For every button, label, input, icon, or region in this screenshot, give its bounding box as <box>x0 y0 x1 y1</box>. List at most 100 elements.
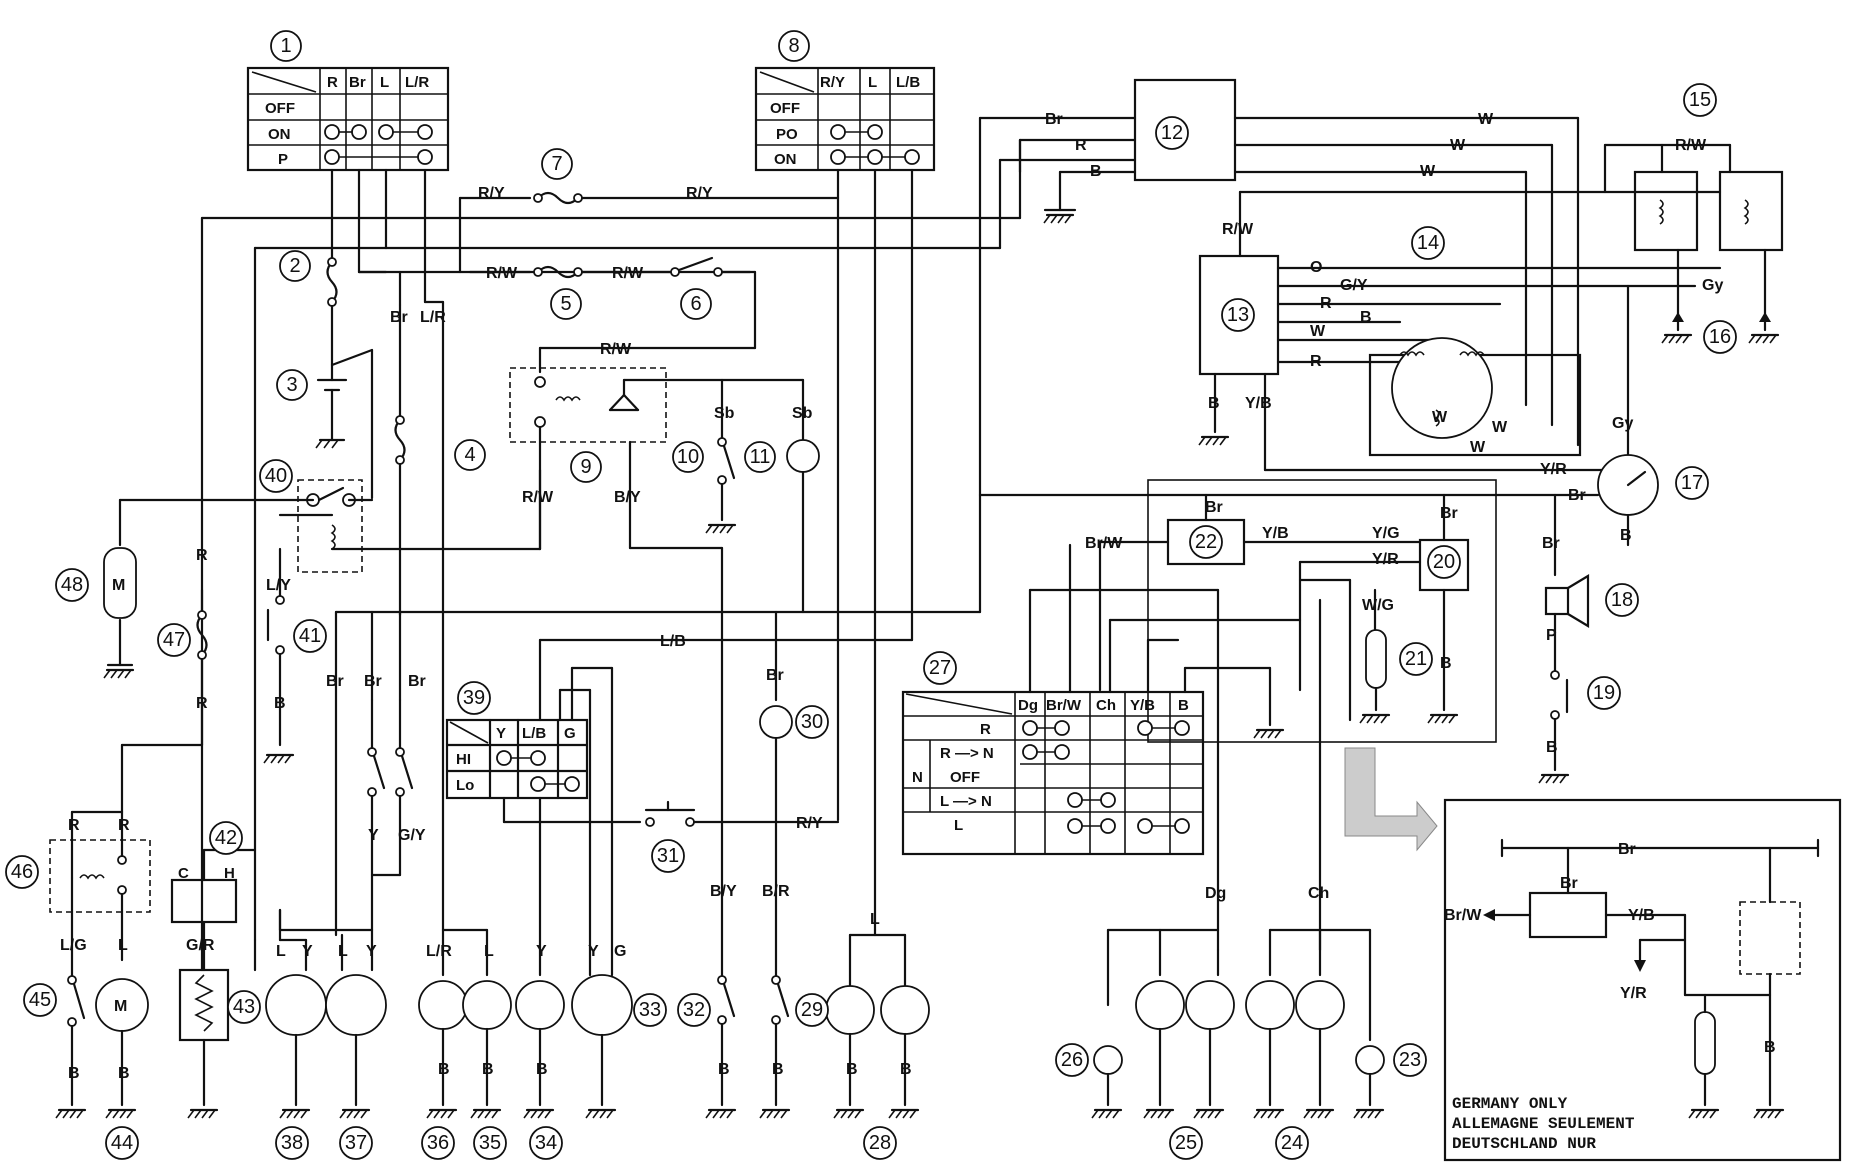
wire-label: B/R <box>762 883 790 900</box>
wire-label: R/Y <box>686 185 713 202</box>
ground-icon <box>55 1108 87 1119</box>
wire-label: G <box>614 943 626 960</box>
wire-label: B <box>1090 163 1102 180</box>
wire-label: B <box>1620 527 1632 544</box>
ground-icon <box>1359 713 1391 724</box>
row-label: R <box>980 721 991 738</box>
component-43: 43 <box>227 990 261 1024</box>
ground-icon <box>470 1108 502 1119</box>
col-label: Y/B <box>1130 697 1155 714</box>
component-12: 12 <box>1155 116 1189 150</box>
component-18: 18 <box>1605 583 1639 617</box>
svg-text:2: 2 <box>289 255 300 277</box>
gauge-h-label: H <box>224 865 235 882</box>
svg-text:40: 40 <box>265 465 287 487</box>
wire-label: B <box>1208 395 1220 412</box>
col-label: L <box>868 74 877 91</box>
ground-icon <box>105 1108 137 1119</box>
ground-icon <box>1253 1108 1285 1119</box>
wire-label: Br <box>364 673 382 690</box>
wire-label: Y/B <box>1628 907 1655 924</box>
wire-label: B/Y <box>710 883 737 900</box>
component-28: 28 <box>863 1126 897 1160</box>
ground-icon <box>833 1108 865 1119</box>
wire-label: B <box>772 1061 784 1078</box>
wire-label: B <box>438 1061 450 1078</box>
wire-label: P <box>1546 627 1557 644</box>
ground-icon <box>426 1108 458 1119</box>
wire-label: Y/R <box>1620 985 1647 1002</box>
wire-label: L/Y <box>266 577 291 594</box>
svg-text:9: 9 <box>580 456 591 478</box>
col-label: Dg <box>1018 697 1038 714</box>
ground-icon <box>1253 728 1285 739</box>
svg-text:23: 23 <box>1399 1049 1421 1071</box>
component-27: 27 <box>923 651 957 685</box>
wire-label: Y/B <box>1245 395 1272 412</box>
wire-label: Br <box>1568 487 1586 504</box>
col-label: Ch <box>1096 697 1116 714</box>
germany-note: DEUTSCHLAND NUR <box>1452 1135 1596 1153</box>
svg-text:35: 35 <box>479 1132 501 1154</box>
svg-text:41: 41 <box>299 625 321 647</box>
wire-label: R <box>1320 295 1332 312</box>
wire-label: R <box>196 695 208 712</box>
wire-label: R <box>1075 137 1087 154</box>
wire-label: Y <box>366 943 377 960</box>
wire-label: Br <box>1205 499 1223 516</box>
component-29: 29 <box>795 993 829 1027</box>
svg-text:34: 34 <box>535 1132 557 1154</box>
wire-label: B <box>846 1061 858 1078</box>
motor-label: M <box>114 998 127 1015</box>
light-switch-table: R/Y L L/B OFF PO ON <box>754 66 936 172</box>
col-label: Br/W <box>1046 697 1082 714</box>
svg-text:3: 3 <box>286 374 297 396</box>
wire-label: Y/B <box>1262 525 1289 542</box>
ground-icon <box>1688 1108 1720 1119</box>
component-24: 24 <box>1275 1126 1309 1160</box>
component-2: 2 <box>279 250 311 282</box>
svg-text:25: 25 <box>1175 1132 1197 1154</box>
svg-text:47: 47 <box>163 629 185 651</box>
svg-text:16: 16 <box>1709 326 1731 348</box>
component-3: 3 <box>276 369 308 401</box>
svg-text:30: 30 <box>801 711 823 733</box>
ground-icon <box>1043 213 1075 224</box>
wire-label: Br <box>326 673 344 690</box>
component-42: 42 <box>209 821 243 855</box>
ground-icon <box>1091 1108 1123 1119</box>
component-41: 41 <box>293 619 327 653</box>
component-4: 4 <box>454 439 486 471</box>
component-22: 22 <box>1189 525 1223 559</box>
ground-icon <box>103 668 135 679</box>
wire-label: R/W <box>522 489 554 506</box>
wire-label: Gy <box>1702 277 1723 294</box>
ground-icon <box>705 1108 737 1119</box>
svg-text:19: 19 <box>1593 682 1615 704</box>
wiring-lines <box>49 116 1497 1107</box>
svg-text:48: 48 <box>61 574 83 596</box>
svg-text:7: 7 <box>551 153 562 175</box>
wire-label: L/R <box>426 943 452 960</box>
ground-icon <box>1661 333 1693 344</box>
motor-label: M <box>112 577 125 594</box>
component-47: 47 <box>157 623 191 657</box>
wire-label: R/Y <box>796 815 823 832</box>
wire-label: B <box>900 1061 912 1078</box>
ground-icon <box>1198 435 1230 446</box>
col-label: L <box>380 74 389 91</box>
svg-text:44: 44 <box>111 1132 133 1154</box>
svg-text:46: 46 <box>11 861 33 883</box>
row-label: P <box>278 151 288 168</box>
wire-label: Br <box>408 673 426 690</box>
ground-icon <box>1193 1108 1225 1119</box>
row-label: OFF <box>265 100 295 117</box>
ground-icon <box>1538 773 1570 784</box>
row-label: L <box>954 817 963 834</box>
svg-text:20: 20 <box>1433 551 1455 573</box>
wire-label: R/W <box>486 265 518 282</box>
component-numbers: 1 2 3 4 5 6 7 8 9 10 11 12 13 14 15 16 1… <box>5 30 1737 1160</box>
wire-label: L/B <box>660 633 686 650</box>
svg-text:26: 26 <box>1061 1049 1083 1071</box>
svg-text:4: 4 <box>464 444 475 466</box>
